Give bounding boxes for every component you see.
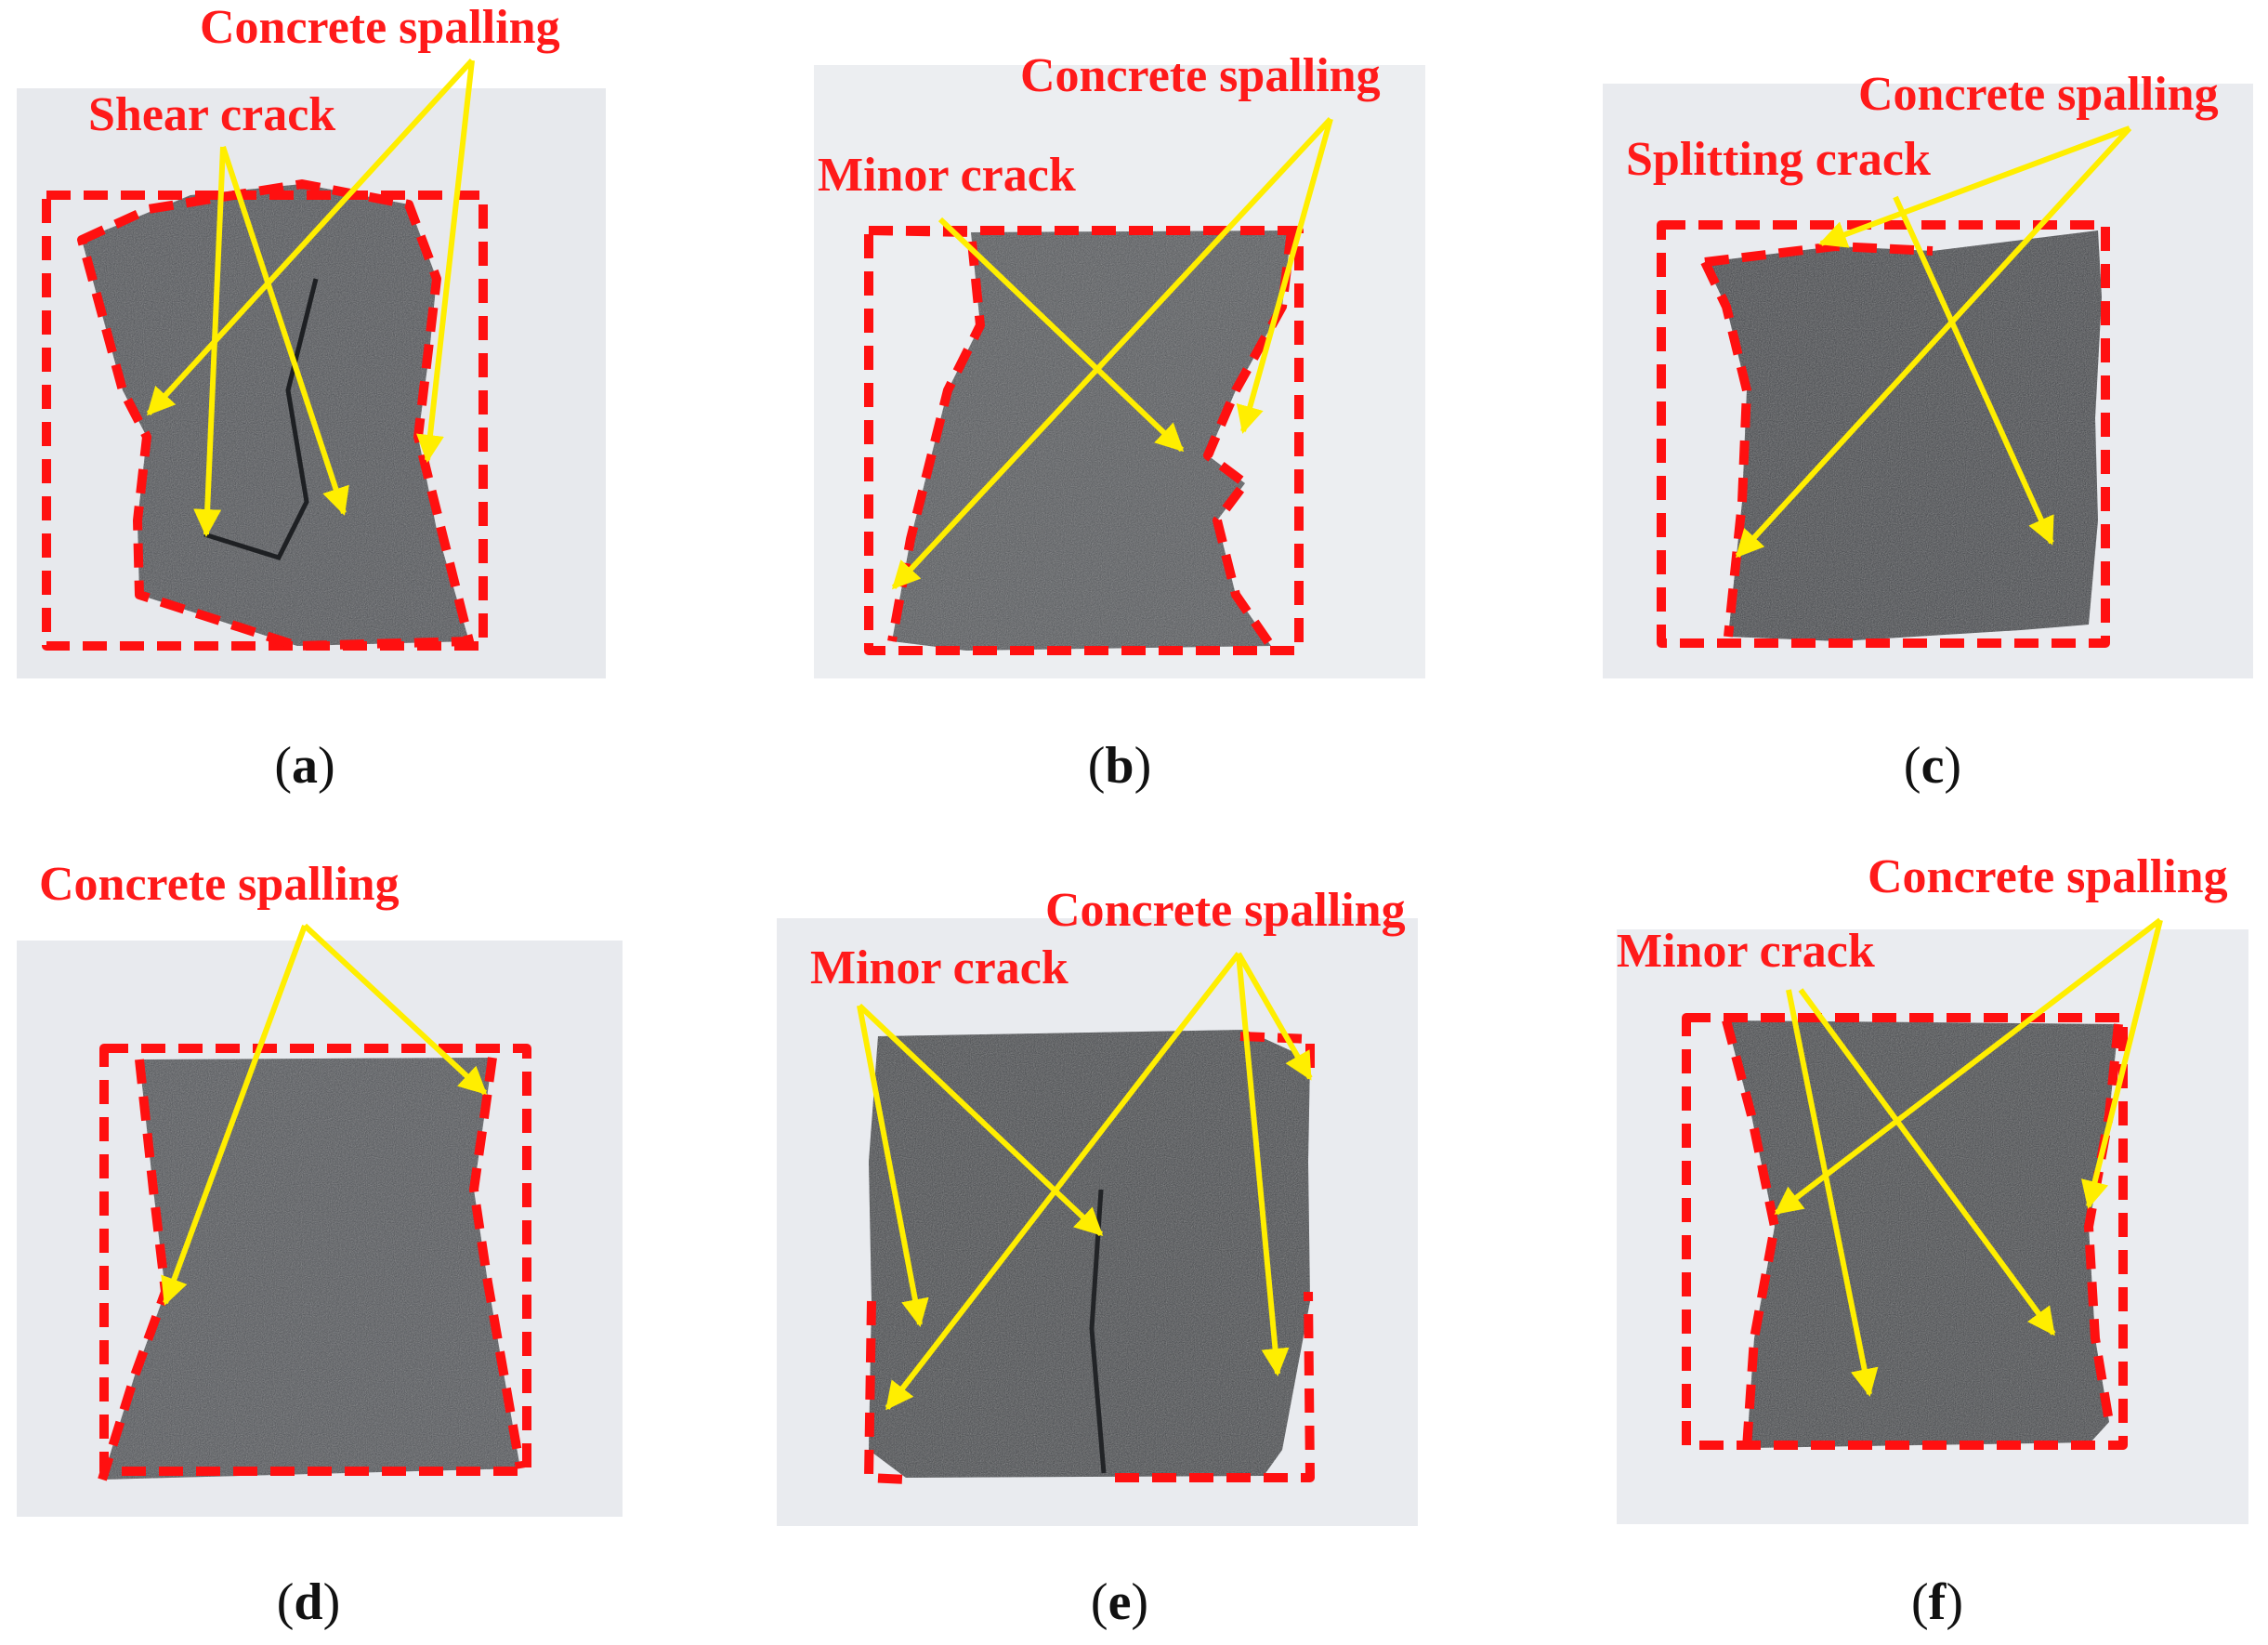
- arrow: [1798, 988, 2056, 1336]
- arrow: [1893, 195, 2054, 546]
- panel-b: Concrete spalling Minor crack (b): [814, 49, 1425, 795]
- arrow: [857, 1003, 1104, 1237]
- concrete-specimen: [892, 230, 1291, 651]
- arrow: [1735, 125, 2132, 559]
- concrete-specimen: [1726, 1020, 2118, 1448]
- caption-f: (f): [1911, 1573, 1963, 1631]
- label-minor-crack: Minor crack: [818, 149, 1076, 202]
- arrow: [937, 217, 1185, 453]
- panel-c: Concrete spalling Splitting crack (c): [1603, 68, 2253, 795]
- undamaged-outline: [1657, 220, 2110, 648]
- label-concrete-spalling: Concrete spalling: [1858, 68, 2219, 121]
- concrete-specimen: [102, 1058, 520, 1480]
- label-concrete-spalling: Concrete spalling: [1045, 884, 1406, 937]
- caption-a: (a): [274, 737, 334, 795]
- arrow: [857, 1005, 929, 1327]
- label-minor-crack: Minor crack: [1617, 925, 1875, 978]
- undamaged-outline: [864, 226, 1304, 655]
- caption-letter: f: [1929, 1573, 1947, 1631]
- arrow: [1236, 952, 1313, 1081]
- undamaged-outline: [99, 1044, 531, 1476]
- arrow: [1774, 917, 2162, 1216]
- arrow: [302, 923, 488, 1096]
- panel-d: Concrete spalling (d): [17, 858, 623, 1631]
- arrow: [1786, 989, 1879, 1397]
- arrow: [161, 924, 308, 1306]
- caption-e: (e): [1091, 1573, 1148, 1631]
- label-splitting-crack: Splitting crack: [1626, 133, 1931, 186]
- caption-letter: e: [1108, 1573, 1132, 1631]
- arrow: [146, 58, 475, 416]
- failure-outline: [1722, 1019, 2123, 1449]
- label-shear-crack: Shear crack: [88, 88, 335, 141]
- label-concrete-spalling: Concrete spalling: [39, 858, 400, 911]
- arrow: [1236, 953, 1290, 1376]
- arrow: [1236, 118, 1333, 434]
- concrete-specimen: [1705, 230, 2102, 641]
- caption-letter: c: [1921, 737, 1945, 795]
- caption-c: (c): [1904, 737, 1961, 795]
- caption-letter: b: [1105, 737, 1134, 795]
- undamaged-outline: [1682, 1013, 2128, 1450]
- crack-line: [203, 278, 319, 561]
- failure-outline: [77, 179, 474, 651]
- panel-e: Concrete spalling Minor crack (e): [777, 884, 1418, 1631]
- caption-d: (d): [277, 1573, 340, 1631]
- arrow: [416, 59, 475, 463]
- arrow: [885, 952, 1241, 1411]
- caption-letter: d: [294, 1573, 322, 1631]
- arrow: [891, 116, 1333, 590]
- arrow: [220, 146, 349, 516]
- arrow: [1818, 125, 2131, 248]
- concrete-specimen: [869, 1030, 1310, 1478]
- caption-b: (b): [1088, 737, 1151, 795]
- caption-letter: a: [292, 737, 318, 795]
- arrow: [2080, 919, 2163, 1209]
- panel-f: Concrete spalling Minor crack (f): [1617, 850, 2248, 1631]
- concrete-specimen: [82, 184, 469, 646]
- label-concrete-spalling: Concrete spalling: [200, 1, 560, 54]
- panel-a: Concrete spalling Shear crack (a): [17, 1, 606, 795]
- label-minor-crack: Minor crack: [810, 941, 1068, 994]
- arrow: [193, 146, 226, 537]
- label-concrete-spalling: Concrete spalling: [1868, 850, 2228, 903]
- label-concrete-spalling: Concrete spalling: [1020, 49, 1381, 102]
